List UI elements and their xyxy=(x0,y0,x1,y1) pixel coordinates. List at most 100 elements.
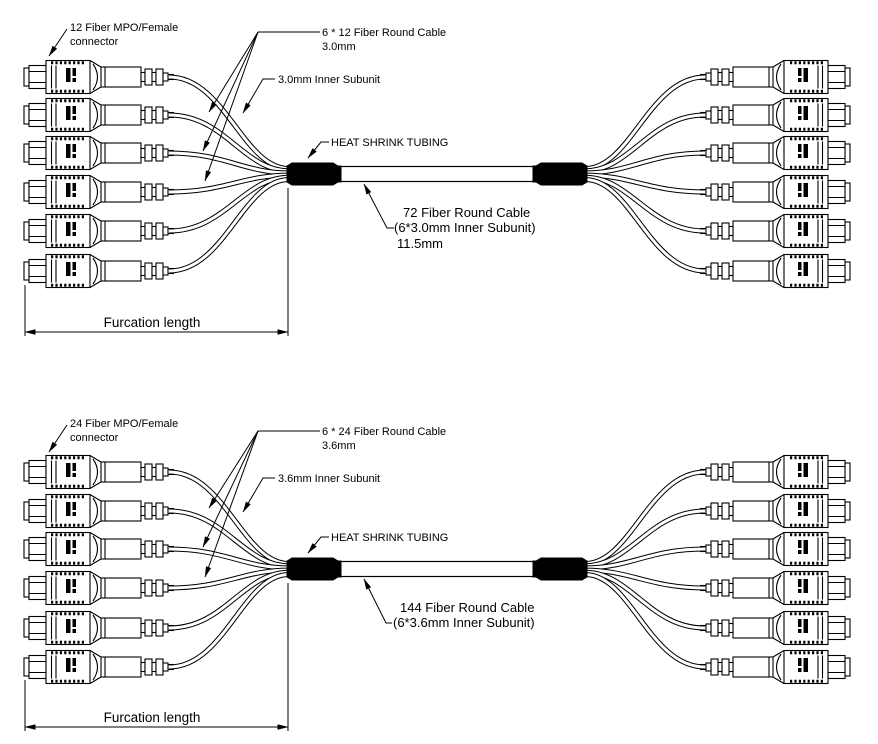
leader-line xyxy=(48,424,68,453)
leader-line xyxy=(363,578,392,624)
fanout-cable-right-core xyxy=(584,509,706,568)
leader-line xyxy=(204,430,259,578)
connector-type-label: 12 Fiber MPO/Female xyxy=(70,22,178,34)
fanout-cable-left-core xyxy=(168,75,290,170)
annotation-subunit-label: 3.0mm Inner Subunit xyxy=(242,74,380,114)
mpo-connector-right xyxy=(698,649,852,685)
fanout-cable-right-core xyxy=(584,173,706,194)
fanout-cable-right-core xyxy=(584,547,706,570)
mpo-connector-right xyxy=(698,213,852,249)
fanout-cable-right-core xyxy=(584,175,706,233)
mpo-connector-right xyxy=(698,454,852,490)
mpo-connector-right xyxy=(698,97,852,133)
fanout-cable-left-core xyxy=(168,470,290,565)
fanout-cable-left-core xyxy=(168,113,290,173)
trunk-cable-label: 144 Fiber Round Cable xyxy=(400,600,534,615)
mpo-connector-left xyxy=(22,570,176,606)
inner-subunit-label: 3.6mm Inner Subunit xyxy=(278,473,380,485)
fanout-cable-diameter-label: 3.0mm xyxy=(322,41,356,53)
annotation-heat-shrink-label: HEAT SHRINK TUBING xyxy=(307,532,448,554)
heat-shrink-label: HEAT SHRINK TUBING xyxy=(331,532,448,544)
furcation-dimension: Furcation length xyxy=(24,583,289,731)
annotation-fanout-cable-label: 6 * 24 Fiber Round Cable 3.6mm xyxy=(202,426,446,578)
trunk-cable xyxy=(339,560,535,578)
mpo-connector-left xyxy=(22,213,176,249)
annotation-subunit-label: 3.6mm Inner Subunit xyxy=(242,473,380,513)
leader-line xyxy=(242,78,275,114)
diagram-144-fiber-assembly: 24 Fiber MPO/Female connector 6 * 24 Fib… xyxy=(22,418,852,731)
mpo-connector-left xyxy=(22,97,176,133)
fanout-cable-right-core xyxy=(584,75,706,170)
annotation-trunk-cable-label: 144 Fiber Round Cable (6*3.6mm Inner Sub… xyxy=(363,578,535,630)
fanout-cable-diameter-label: 3.6mm xyxy=(322,440,356,452)
mpo-connector-left xyxy=(22,253,176,289)
leader-line xyxy=(204,31,259,182)
heat-shrink-tubing-right xyxy=(532,557,588,581)
heat-shrink-tubing-right xyxy=(532,162,588,186)
heat-shrink-tubing-left xyxy=(286,162,342,186)
fanout-cable-right-core xyxy=(584,113,706,173)
fanout-cable-right-core xyxy=(584,151,706,175)
leader-line xyxy=(48,28,68,57)
furcation-dimension: Furcation length xyxy=(24,188,289,336)
fanout-cable-left-core xyxy=(168,570,290,630)
fanout-cable-left-core xyxy=(168,547,290,570)
fanout-cable-right-core xyxy=(584,178,706,273)
mpo-connector-left xyxy=(22,135,176,171)
mpo-connector-right xyxy=(698,59,852,95)
annotation-connector-label: 24 Fiber MPO/Female connector xyxy=(48,418,178,453)
fanout-cable-left-core xyxy=(168,151,290,175)
connector-type-label-line2: connector xyxy=(70,36,119,48)
fanout-cable-left-core xyxy=(168,509,290,568)
mpo-connector-right xyxy=(698,253,852,289)
fanout-cable-left-core xyxy=(168,173,290,194)
furcation-length-label: Furcation length xyxy=(104,710,201,725)
fanout-cable-right-core xyxy=(584,570,706,630)
fanout-cable-left-core xyxy=(168,178,290,273)
trunk-subunit-label: (6*3.0mm Inner Subunit) xyxy=(394,220,536,235)
inner-subunit-label: 3.0mm Inner Subunit xyxy=(278,74,380,86)
leader-line xyxy=(307,141,329,159)
fanout-cable-right-core xyxy=(584,573,706,669)
fanout-cable-left-core xyxy=(168,573,290,669)
fanout-cable-right-core xyxy=(584,568,706,590)
leader-line xyxy=(242,477,275,513)
annotation-trunk-cable-label: 72 Fiber Round Cable (6*3.0mm Inner Subu… xyxy=(363,183,536,251)
trunk-diameter-label: 11.5mm xyxy=(397,236,443,251)
diagram-72-fiber-assembly: 12 Fiber MPO/Female connector 6 * 12 Fib… xyxy=(22,22,852,336)
fanout-cable-label: 6 * 24 Fiber Round Cable xyxy=(322,426,446,438)
heat-shrink-tubing-left xyxy=(286,557,342,581)
trunk-cable-label: 72 Fiber Round Cable xyxy=(403,205,530,220)
connector-type-label-line2: connector xyxy=(70,432,119,444)
annotation-connector-label: 12 Fiber MPO/Female connector xyxy=(48,22,178,57)
leader-line xyxy=(363,183,394,229)
mpo-connector-right xyxy=(698,493,852,529)
mpo-connector-left xyxy=(22,493,176,529)
mpo-connector-left xyxy=(22,649,176,685)
mpo-connector-right xyxy=(698,174,852,210)
mpo-connector-left xyxy=(22,610,176,646)
mpo-connector-left xyxy=(22,454,176,490)
trunk-cable xyxy=(339,165,535,183)
mpo-connector-left xyxy=(22,531,176,567)
leader-line xyxy=(208,31,259,113)
mpo-connector-right xyxy=(698,610,852,646)
connector-type-label: 24 Fiber MPO/Female xyxy=(70,418,178,430)
mpo-connector-left xyxy=(22,174,176,210)
fanout-cable-right-core xyxy=(584,470,706,565)
leader-line xyxy=(202,430,259,548)
leader-line xyxy=(307,536,329,554)
furcation-length-label: Furcation length xyxy=(104,315,201,330)
mpo-connector-right xyxy=(698,570,852,606)
trunk-subunit-label: (6*3.6mm Inner Subunit) xyxy=(393,615,535,630)
mpo-connector-right xyxy=(698,135,852,171)
leader-line xyxy=(202,31,259,152)
annotation-heat-shrink-label: HEAT SHRINK TUBING xyxy=(307,137,448,159)
mpo-connector-right xyxy=(698,531,852,567)
annotation-fanout-cable-label: 6 * 12 Fiber Round Cable 3.0mm xyxy=(202,27,446,182)
fanout-cable-left-core xyxy=(168,568,290,590)
heat-shrink-label: HEAT SHRINK TUBING xyxy=(331,137,448,149)
fanout-cable-label: 6 * 12 Fiber Round Cable xyxy=(322,27,446,39)
mpo-connector-left xyxy=(22,59,176,95)
